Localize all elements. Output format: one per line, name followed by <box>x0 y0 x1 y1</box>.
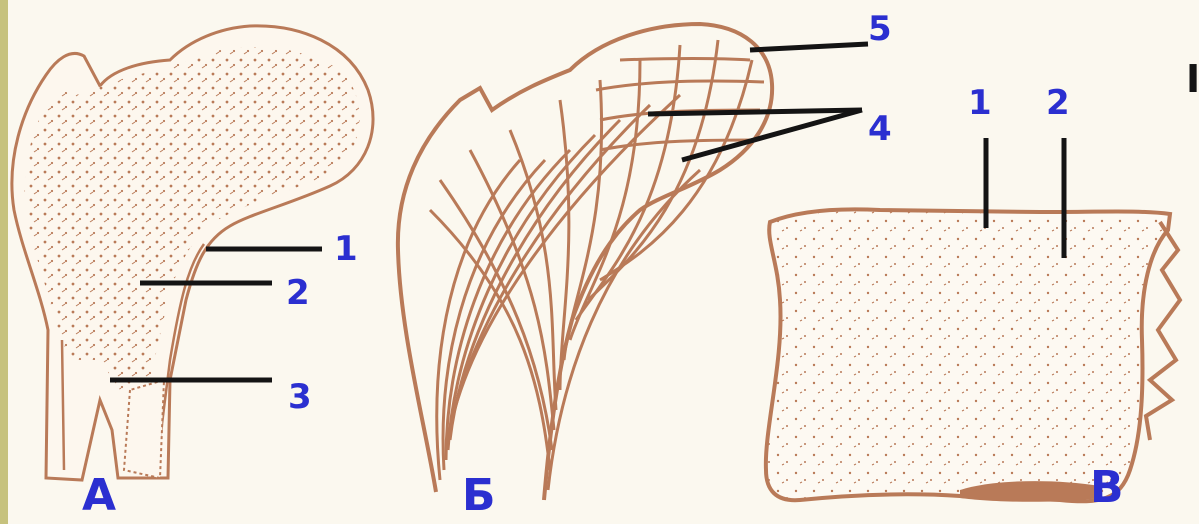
femur-a-spongy-bone <box>25 47 360 390</box>
vertebra-outline <box>766 209 1170 501</box>
label-c-2: 2 <box>1046 83 1070 123</box>
label-a-2: 2 <box>286 273 310 313</box>
letter-c: В <box>1090 462 1124 513</box>
figure-c-vertebral-body: 1 2 В <box>766 83 1180 513</box>
femur-a-canal <box>124 380 164 478</box>
label-b-5: 5 <box>868 9 892 49</box>
letter-b: Б <box>462 470 496 521</box>
label-a-3: 3 <box>288 377 312 417</box>
label-a-1: 1 <box>334 229 358 269</box>
leader-b-4-bottom <box>682 110 862 160</box>
letter-a: A <box>82 470 116 521</box>
label-c-1: 1 <box>968 83 992 123</box>
label-b-4: 4 <box>868 109 892 149</box>
figure-a-femur-section: 1 2 3 A <box>12 26 373 521</box>
leader-b-5 <box>750 44 868 50</box>
edge-char: I <box>1186 57 1199 101</box>
